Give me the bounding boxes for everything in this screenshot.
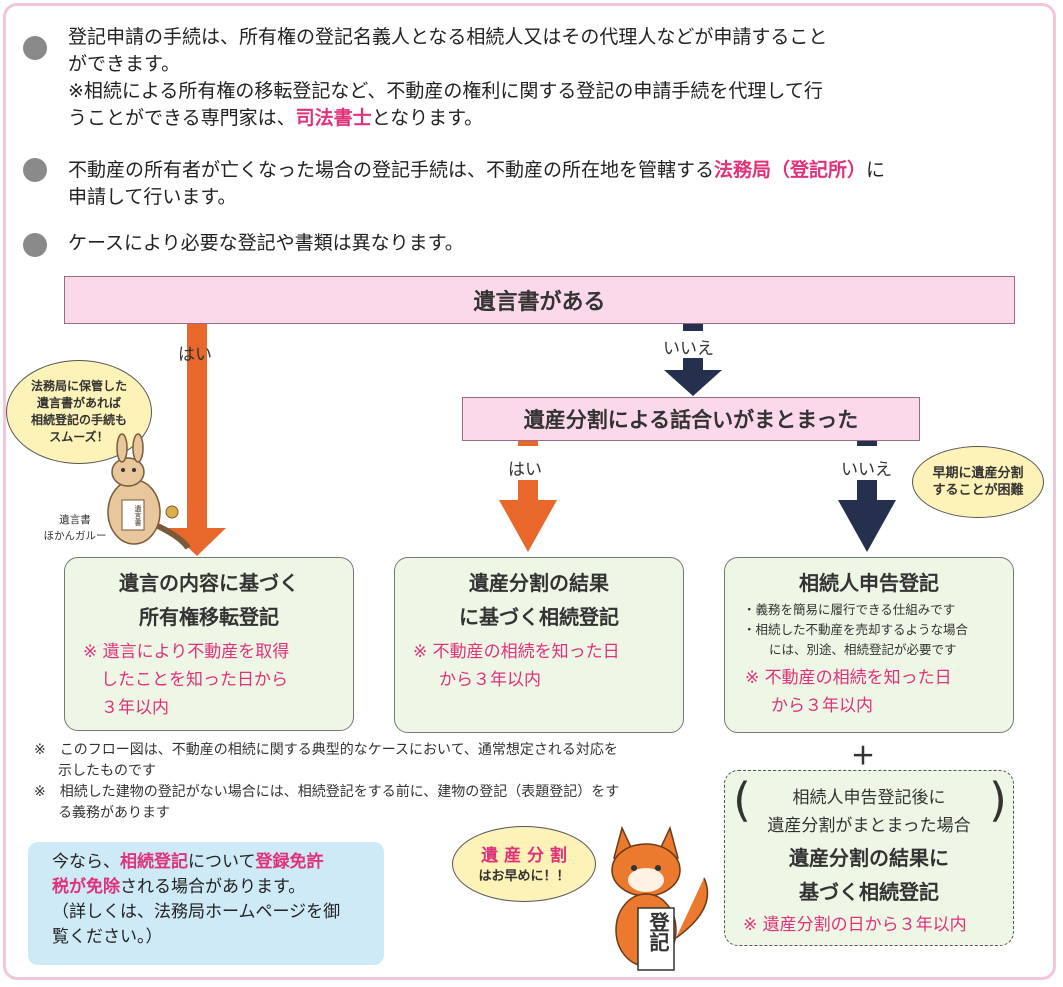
arrow-no1-shaft — [683, 323, 703, 331]
result-box-division: 遺産分割の結果 に基づく相続登記 ※ 不動産の相続を知った日 から３年以内 — [394, 557, 684, 733]
box1-title-2: 所有権移転登記 — [139, 605, 279, 629]
kangaroo-bubble-line: 遺言書があれば — [36, 396, 121, 410]
arrow-yes2-head — [499, 500, 557, 552]
kangaroo-caption-line: ほかんガルー — [43, 530, 107, 542]
intro-p1-line4: うことができる専門家は、司法書士となります。 — [68, 105, 1008, 132]
box1-note-3: ３年以内 — [101, 698, 169, 718]
box2-note-1: ※ 不動産の相続を知った日 — [413, 642, 620, 662]
footnote-1b: 示したものです — [58, 763, 156, 779]
plus-sign: ＋ — [851, 742, 875, 770]
footnote-2b: る義務があります — [58, 805, 170, 821]
info-hl-inheritance-registration: 相続登記 — [120, 852, 188, 872]
info-line-2: 税が免除される場合があります。 — [52, 875, 384, 900]
difficult-bubble-line: することが困難 — [932, 483, 1024, 498]
info-l2b: される場合があります。 — [120, 877, 306, 897]
box3-sub-2: ・相続した不動産を売却するような場合 — [743, 622, 969, 637]
fox-mascot-icon — [611, 825, 709, 971]
box4-cond-1: 相続人申告登記後に — [792, 788, 946, 808]
arrow-no2-shaft — [857, 440, 877, 446]
box4-title-2: 基づく相続登記 — [799, 880, 939, 904]
intro-p1-line4-b: となります。 — [371, 107, 484, 129]
arrow-no1-shaft2 — [683, 358, 703, 372]
box4-title-1: 遺産分割の結果に — [789, 846, 949, 870]
info-l1a: 今なら、 — [52, 852, 120, 872]
info-hl-registration-tax: 登録免許 — [255, 852, 324, 872]
flow-mid-box: 遺産分割による話合いがまとまった — [462, 397, 920, 441]
kangaroo-caption-line: 遺言書 — [59, 514, 91, 526]
info-hl-tax-exempt: 税が免除 — [52, 877, 120, 897]
highlight-judicial-scrivener: 司法書士 — [295, 107, 372, 129]
info-l1b: について — [188, 852, 256, 872]
arrow-yes1-head — [168, 528, 226, 556]
box2-note-2: から３年以内 — [439, 670, 541, 690]
intro-paragraph-3: ケースにより必要な登記や書類は異なります。 — [68, 232, 464, 254]
arrow-no2-head — [838, 500, 896, 552]
box2-title-2: に基づく相続登記 — [459, 605, 619, 629]
intro-p2-line1: 不動産の所有者が亡くなった場合の登記手続は、不動産の所在地を管轄する法務局（登記… — [68, 157, 1008, 184]
footnote-2a: ※ 相続した建物の登記がない場合には、相続登記をする前に、建物の登記（表題登記）… — [34, 784, 620, 800]
intro-p2-line1-a: 不動産の所有者が亡くなった場合の登記手続は、不動産の所在地を管轄する — [68, 159, 715, 181]
arrow-no1-head — [664, 370, 722, 396]
box3-sub-3: には、別途、相続登記が必要です — [769, 642, 957, 657]
info-line-3: （詳しくは、法務局ホームページを御 — [52, 902, 341, 922]
difficult-speech-bubble: 早期に遺産分割 することが困難 — [912, 446, 1044, 518]
intro-p2-line2: 申請して行います。 — [68, 186, 237, 208]
box4-paren-left: ( — [733, 773, 751, 827]
footnotes: ※ このフロー図は、不動産の相続に関する典型的なケースにおいて、通常想定される対… — [34, 740, 714, 824]
label-yes-1: はい — [178, 345, 212, 365]
box1-title-1: 遺言の内容に基づく — [119, 571, 299, 595]
result-box-will: 遺言の内容に基づく 所有権移転登記 ※ 遺言により不動産を取得 したことを知った… — [64, 557, 354, 731]
highlight-legal-affairs-bureau: 法務局（登記所） — [714, 159, 867, 181]
box4-cond-2: 遺産分割がまとまった場合 — [767, 816, 971, 836]
box1-note-2: したことを知った日から — [101, 670, 288, 690]
box4-paren-right: ) — [989, 773, 1007, 827]
label-yes-2: はい — [508, 460, 542, 480]
arrow-no2-shaft2 — [857, 480, 877, 502]
bullet-dot — [23, 233, 47, 257]
fox-speech-bubble: 遺 産 分 割 はお早めに！！ — [452, 826, 596, 902]
kangaroo-doc-label: 遺言書 — [134, 505, 142, 526]
intro-p2-line1-b: に — [866, 159, 886, 181]
flow-top-box: 遺言書がある — [64, 276, 1015, 324]
intro-p1-line1: 登記申請の手続は、所有権の登記名義人となる相続人又はその代理人などが申請すること — [68, 26, 828, 48]
difficult-bubble-line: 早期に遺産分割 — [932, 466, 1024, 481]
fox-bubble-line-1: 遺 産 分 割 — [481, 845, 567, 866]
result-box-declaration: 相続人申告登記 ・義務を簡易に履行できる仕組みです ・相続した不動産を売却するよ… — [724, 557, 1014, 733]
fox-bubble-line-2: はお早めに！！ — [478, 868, 570, 884]
kangaroo-caption: 遺言書 ほかんガルー — [30, 512, 120, 544]
arrow-yes1-shaft — [187, 323, 207, 530]
box2-title-1: 遺産分割の結果 — [469, 571, 609, 595]
fox-sign-label: 登記 — [646, 912, 670, 952]
result-box-after-declaration: ( ) 相続人申告登記後に 遺産分割がまとまった場合 遺産分割の結果に 基づく相… — [724, 770, 1014, 946]
label-no-1: いいえ — [663, 339, 714, 359]
arrow-yes2-shaft — [518, 440, 538, 446]
tax-exemption-info-box: 今なら、相続登記について登録免許 税が免除される場合があります。 （詳しくは、法… — [28, 842, 384, 965]
footnote-1a: ※ このフロー図は、不動産の相続に関する典型的なケースにおいて、通常想定される対… — [34, 742, 618, 758]
intro-paragraph-1: 登記申請の手続は、所有権の登記名義人となる相続人又はその代理人などが申請すること… — [68, 24, 1008, 132]
box4-note: ※ 遺産分割の日から３年以内 — [743, 915, 967, 935]
kangaroo-mascot-icon — [107, 433, 191, 550]
intro-paragraph-2: 不動産の所有者が亡くなった場合の登記手続は、不動産の所在地を管轄する法務局（登記… — [68, 157, 1008, 211]
kangaroo-bubble-line: 相続登記の手続も — [30, 413, 127, 427]
kangaroo-bubble-line: スムーズ！ — [49, 430, 109, 444]
intro-p1-line4-a: うことができる専門家は、 — [68, 107, 296, 129]
bullet-dot — [23, 36, 47, 60]
box3-note-1: ※ 不動産の相続を知った日 — [745, 668, 952, 688]
label-no-2: いいえ — [841, 460, 892, 480]
intro-p1-line2: ができます。 — [68, 53, 181, 75]
kangaroo-bubble-line: 法務局に保管した — [30, 379, 127, 393]
box3-sub-1: ・義務を簡易に履行できる仕組みです — [743, 602, 956, 617]
info-line-4: 覧ください。） — [52, 927, 163, 947]
page-frame — [3, 3, 1056, 980]
info-line-1: 今なら、相続登記について登録免許 — [52, 850, 384, 875]
box3-title: 相続人申告登記 — [799, 571, 939, 595]
arrow-yes2-shaft2 — [518, 480, 538, 502]
box1-note-1: ※ 遺言により不動産を取得 — [83, 642, 290, 662]
box3-note-2: から３年以内 — [771, 696, 873, 716]
intro-p1-line3: ※相続による所有権の移転登記など、不動産の権利に関する登記の申請手続を代理して行 — [68, 80, 823, 102]
bullet-dot — [23, 158, 47, 182]
